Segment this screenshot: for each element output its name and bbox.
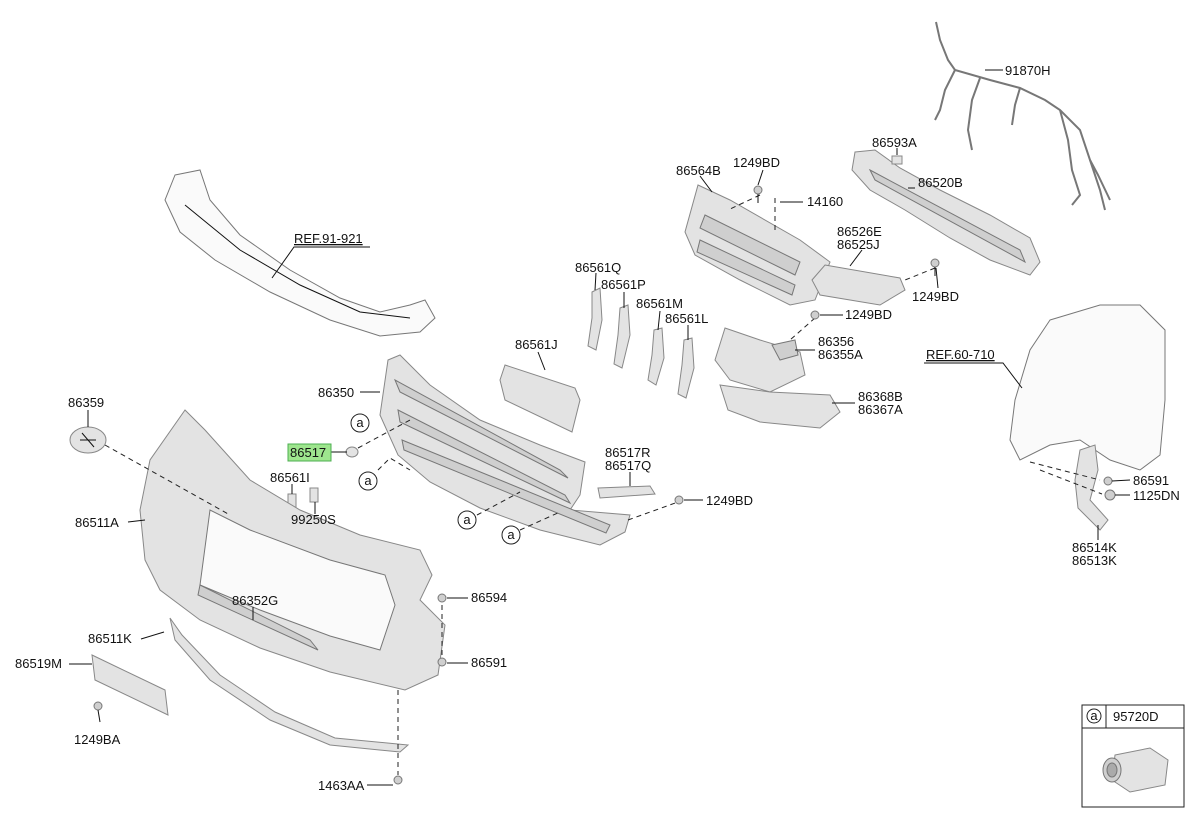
fender-outline <box>1009 304 1166 471</box>
dash-fender-b <box>1039 469 1103 495</box>
dash-sensor <box>357 419 411 449</box>
label-86525J: 86525J <box>837 237 880 252</box>
label-1249BD-c: 1249BD <box>845 307 892 322</box>
label-1249BD-b: 1249BD <box>912 289 959 304</box>
label-1249BA: 1249BA <box>74 732 121 747</box>
screw-86591-a <box>437 657 447 667</box>
clip-1463AA <box>393 775 403 785</box>
clip-86594 <box>437 593 447 603</box>
parking-sensor-illustration <box>1102 747 1169 793</box>
label-86526E: 86526E <box>837 224 882 239</box>
label-86564B: 86564B <box>676 163 721 178</box>
label-1463AA: 1463AA <box>318 778 365 793</box>
label-86561M: 86561M <box>636 296 683 311</box>
label-86367A: 86367A <box>858 402 903 417</box>
grille-brackets <box>587 287 695 399</box>
trim-86517R <box>597 485 656 499</box>
bumper-fascia <box>139 409 446 691</box>
label-91870H: 91870H <box>1005 63 1051 78</box>
label-1125DN: 1125DN <box>1133 488 1180 503</box>
label-86593A: 86593A <box>872 135 917 150</box>
side-grille <box>499 364 581 433</box>
label-86520B: 86520B <box>918 175 963 190</box>
callout-a-2: a <box>358 471 378 491</box>
label-86561L: 86561L <box>665 311 708 326</box>
lower-lip <box>169 617 410 753</box>
label-86355A: 86355A <box>818 347 863 362</box>
dash-1249BD-d <box>627 501 679 521</box>
label-86594: 86594 <box>471 590 507 605</box>
label-86561P: 86561P <box>601 277 646 292</box>
dash-1249BD-c <box>789 317 816 341</box>
license-plate-bracket <box>91 654 169 716</box>
svg-text:a: a <box>356 415 364 430</box>
label-14160: 14160 <box>807 194 843 209</box>
label-86519M: 86519M <box>15 656 62 671</box>
label-86561Q: 86561Q <box>575 260 621 275</box>
label-86356: 86356 <box>818 334 854 349</box>
label-86368B: 86368B <box>858 389 903 404</box>
fender-liner-bracket <box>1074 444 1109 531</box>
legend-box: a 95720D <box>1081 704 1185 808</box>
bracket-small <box>891 155 903 165</box>
label-86517R: 86517R <box>605 445 651 460</box>
dash-a3 <box>476 491 521 516</box>
callout-a-3: a <box>457 510 477 530</box>
upper-carrier <box>684 184 831 306</box>
dash-a4 <box>519 511 561 531</box>
svg-text:a: a <box>364 473 372 488</box>
label-86359: 86359 <box>68 395 104 410</box>
upper-reinforcement <box>164 169 436 337</box>
legend-callout-a <box>1086 708 1102 724</box>
screw-1249BD-c <box>810 310 820 320</box>
emblem <box>69 426 107 454</box>
screw-1125DN <box>1104 489 1116 501</box>
label-86591-b: 86591 <box>1133 473 1169 488</box>
label-86513K: 86513K <box>1072 553 1117 568</box>
label-ref-91-921: REF.91-921 <box>294 231 363 246</box>
leader-lines <box>69 69 1131 786</box>
label-86514K: 86514K <box>1072 540 1117 555</box>
screw-1249BD-b <box>930 258 940 276</box>
energy-absorber <box>714 327 841 429</box>
svg-text:a: a <box>507 527 515 542</box>
bumper-beam <box>851 149 1041 276</box>
dash-emblem <box>104 444 231 516</box>
screw-1249BD-d <box>674 495 684 505</box>
highlight-86517 <box>287 443 332 462</box>
screw-1249BD-a <box>753 185 763 203</box>
label-86591-a: 86591 <box>471 655 507 670</box>
legend-part-code: 95720D <box>1113 709 1159 724</box>
bracket-86526E <box>811 264 906 306</box>
radiator-grille <box>379 354 631 546</box>
wiring-harness <box>934 21 1111 211</box>
callout-a-1: a <box>350 413 370 433</box>
legend-callout-letter: a <box>1090 708 1098 723</box>
label-86511K: 86511K <box>88 631 132 646</box>
bracket-86356 <box>771 339 799 361</box>
label-86561J: 86561J <box>515 337 558 352</box>
label-86517Q: 86517Q <box>605 458 651 473</box>
dash-1249BD-a <box>727 194 761 211</box>
label-86352G: 86352G <box>232 593 278 608</box>
dash-1249BD-b <box>904 267 936 281</box>
label-86350: 86350 <box>318 385 354 400</box>
label-99250S: 99250S <box>291 512 336 527</box>
callout-a-4: a <box>501 525 521 545</box>
label-1249BD-a: 1249BD <box>733 155 780 170</box>
screw-1249BA <box>93 701 103 723</box>
sensor-86517 <box>345 446 359 458</box>
label-86511A: 86511A <box>75 515 119 530</box>
screw-86591-b <box>1103 476 1113 486</box>
label-ref-60-710: REF.60-710 <box>926 347 995 362</box>
svg-text:a: a <box>463 512 471 527</box>
label-1249BD-d: 1249BD <box>706 493 753 508</box>
dash-fender-a <box>1029 461 1101 481</box>
label-86517[interactable]: 86517 <box>290 445 326 460</box>
label-86561I: 86561I <box>270 470 310 485</box>
